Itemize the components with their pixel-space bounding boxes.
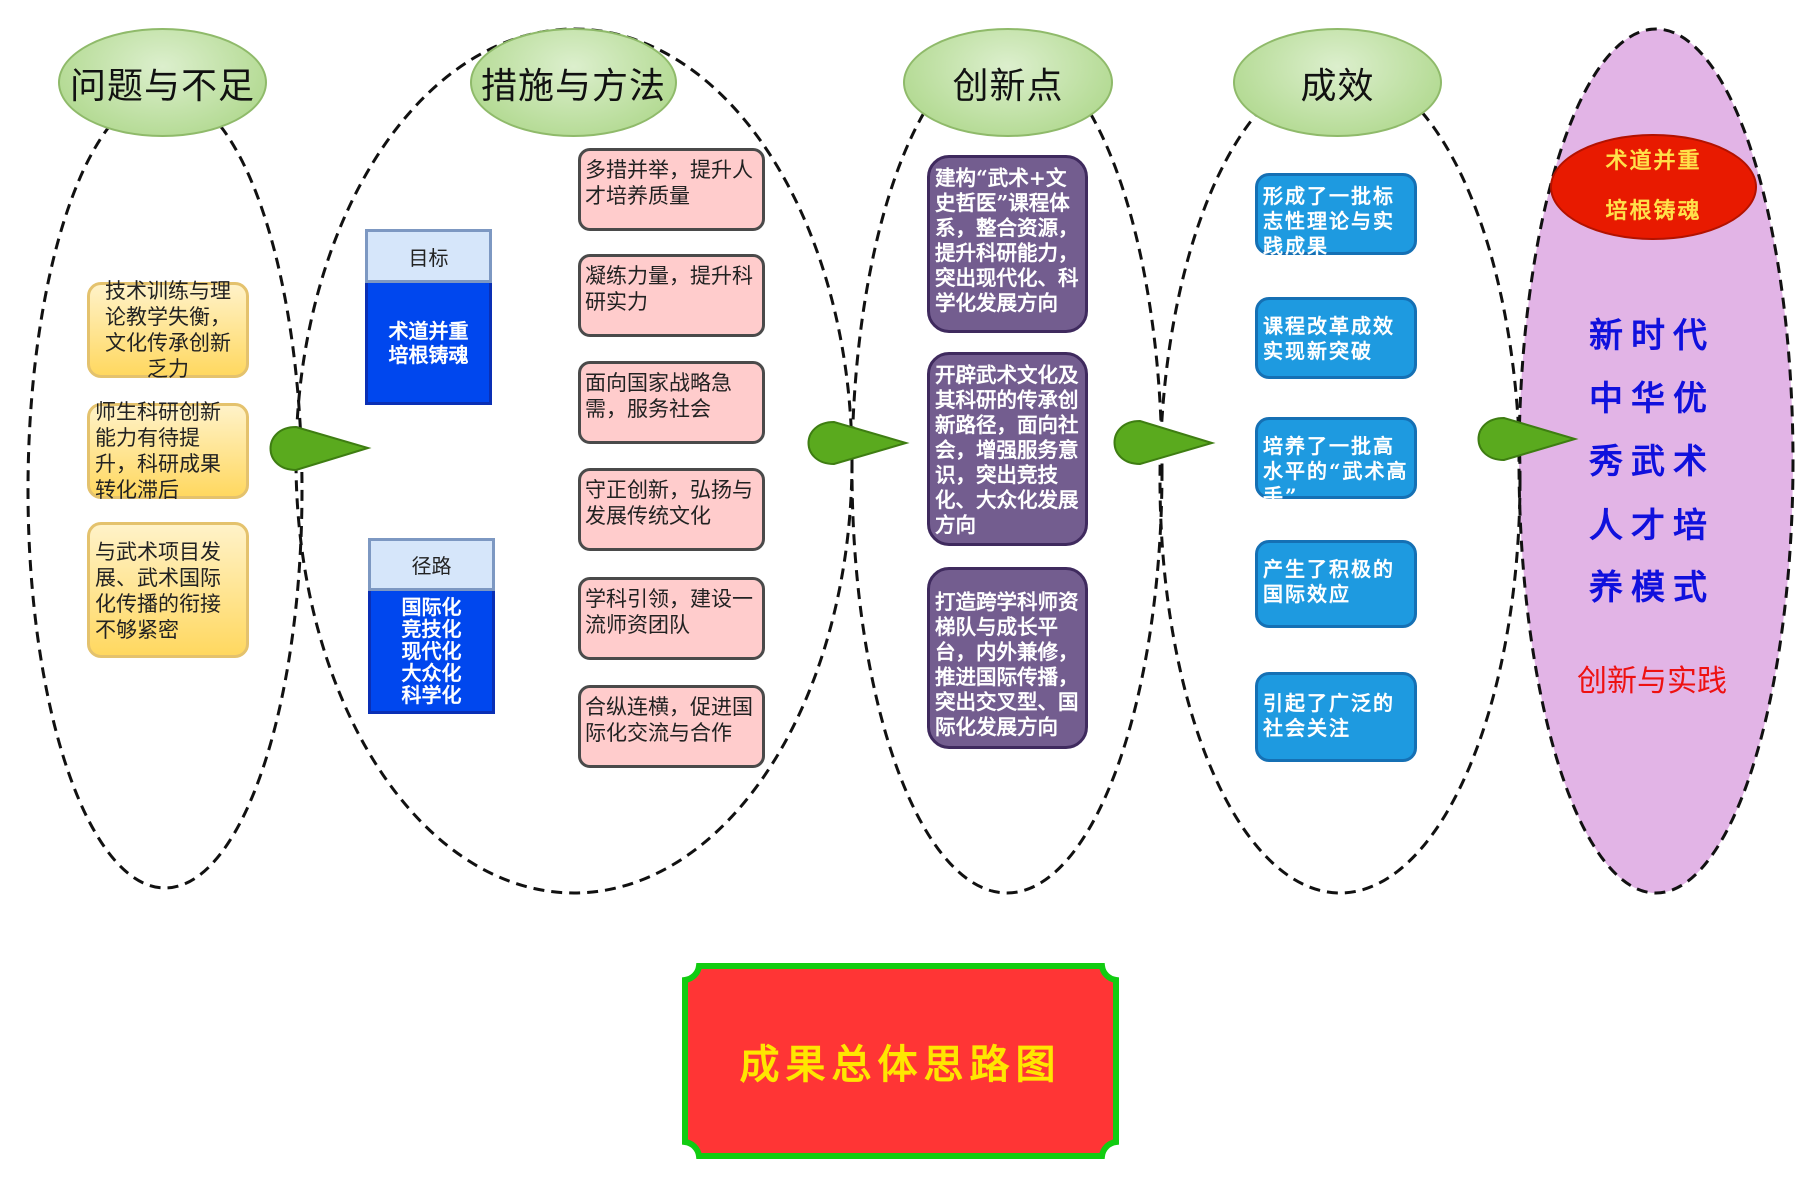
goal-content: 术道并重 培根铸魂 (365, 283, 492, 405)
problem-item: 师生科研创新能力有待提升，科研成果转化滞后 (87, 400, 249, 502)
measure-item: 凝练力量，提升科研实力 (578, 254, 765, 337)
diagram-title: 成果总体思路图 (739, 1041, 1062, 1088)
path-line: 科学化 (401, 683, 462, 707)
result-item: 形成了一批标志性理论与实践成果 (1255, 173, 1417, 258)
flow-arrow-4 (1477, 416, 1579, 462)
path-line: 国际化 (401, 595, 462, 619)
innovation-item: 打造跨学科师资梯队与成长平台，内外兼修，推进国际传播，突出交叉型、国际化发展方向 (927, 567, 1088, 749)
measure-item: 守正创新，弘扬与发展传统文化 (578, 468, 765, 551)
measure-item: 多措并举，提升人才培养质量 (578, 148, 765, 231)
mode-line: 中华优 (1589, 379, 1715, 419)
problem-item: 与武术项目发展、武术国际化传播的衔接不够紧密 (87, 522, 249, 658)
mode-line: 秀武术 (1589, 442, 1715, 482)
flow-arrow-2 (807, 420, 910, 466)
measure-item: 学科引领，建设一流师资团队 (578, 577, 765, 660)
result-item: 引起了广泛的社会关注 (1255, 672, 1417, 762)
mode-badge-line: 术道并重 (1605, 149, 1702, 174)
measure-item: 合纵连横，促进国际化交流与合作 (578, 685, 765, 768)
result-item: 培养了一批高水平的“武术高手” (1255, 417, 1417, 508)
flow-arrow-1 (269, 425, 372, 472)
innovation-item: 建构“武术+文史哲医”课程体系，整合资源，提升科研能力，突出现代化、科学化发展方… (927, 155, 1088, 333)
path-line: 现代化 (401, 639, 462, 663)
innovations-group-outline (850, 45, 1164, 895)
problem-item: 技术训练与理论教学失衡，文化传承创新乏力 (87, 279, 249, 381)
title-frame (682, 963, 1119, 1159)
mode-footer: 创新与实践 (1577, 664, 1727, 699)
mode-line: 新时代 (1589, 316, 1715, 356)
path-content: 国际化 竞技化 现代化 大众化 科学化 (368, 591, 495, 714)
goal-line: 培根铸魂 (388, 342, 469, 367)
path-label: 径路 (368, 538, 495, 591)
heading-measures: 措施与方法 (470, 28, 677, 137)
measure-item: 面向国家战略急需，服务社会 (578, 361, 765, 444)
result-item: 产生了积极的国际效应 (1255, 540, 1417, 628)
goal-line: 术道并重 (388, 318, 469, 343)
heading-innovations: 创新点 (903, 28, 1113, 137)
path-line: 竞技化 (401, 617, 462, 641)
mode-line: 养模式 (1589, 568, 1715, 608)
mode-badge: 术道并重 培根铸魂 (1550, 134, 1757, 240)
heading-results: 成效 (1233, 28, 1442, 137)
innovation-item: 开辟武术文化及其科研的传承创新路径，面向社会，增强服务意识，突出竞技化、大众化发… (927, 352, 1088, 546)
results-group-outline (1158, 65, 1522, 895)
mode-badge-line: 培根铸魂 (1605, 199, 1702, 224)
mode-line: 人才培 (1589, 506, 1715, 546)
goal-label: 目标 (365, 229, 492, 283)
heading-problems: 问题与不足 (58, 28, 267, 137)
flow-arrow-3 (1113, 419, 1216, 466)
result-item: 课程改革成效实现新突破 (1255, 297, 1417, 379)
path-line: 大众化 (401, 661, 462, 685)
measures-group-outline (294, 27, 854, 895)
